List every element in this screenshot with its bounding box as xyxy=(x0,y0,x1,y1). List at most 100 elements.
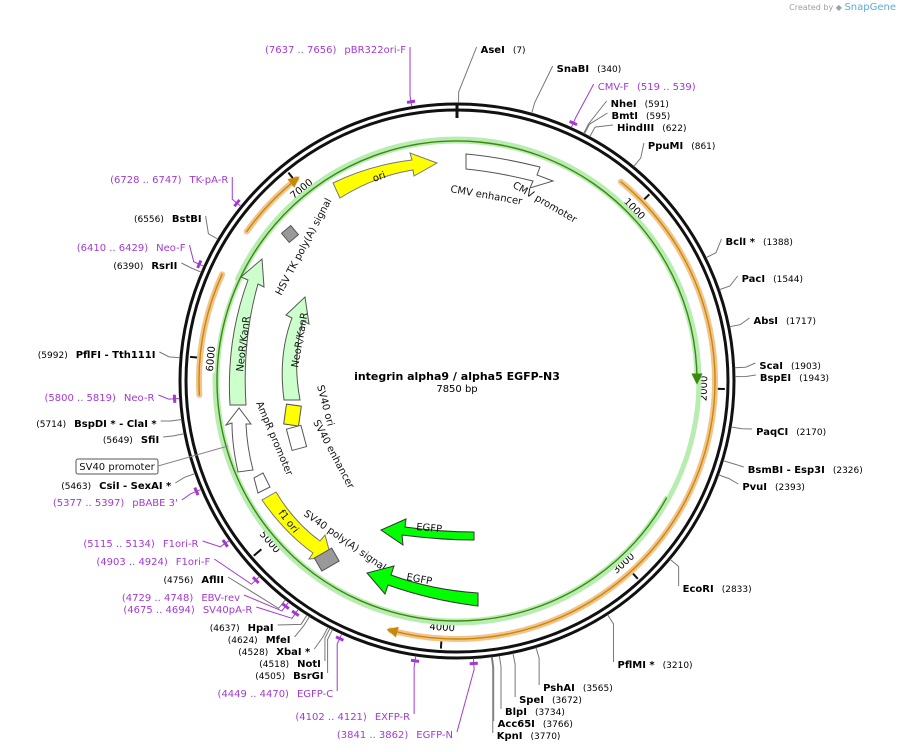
site-leader-line xyxy=(512,653,516,697)
primer-label: (4675 .. 4694)SV40pA-R xyxy=(123,605,252,616)
orf-top-left-arc xyxy=(246,176,300,233)
site-position: (591) xyxy=(645,100,669,110)
sv40-promoter-arrow xyxy=(253,472,271,494)
site-leader-line xyxy=(277,614,308,626)
feature-ori: ori xyxy=(371,170,387,185)
site-name: PacI xyxy=(742,274,765,285)
egfp-outer-arrow xyxy=(366,565,479,607)
primer-binding-mark xyxy=(281,602,290,610)
site-name: KpnI xyxy=(497,731,523,742)
primer-name: EGFP-C xyxy=(297,689,333,700)
snapgene-logo-icon: ◆ xyxy=(835,3,842,12)
site-name: EcoRI xyxy=(683,584,714,595)
site-leader-line xyxy=(734,362,756,369)
site-position: (6390) xyxy=(113,262,143,272)
site-position: (4637) xyxy=(210,624,240,634)
site-label: EcoRI(2833) xyxy=(683,584,752,595)
primer-label: CMV-F(519 .. 539) xyxy=(598,82,696,93)
site-label: AbsI (1717) xyxy=(753,316,816,327)
primer-range: (7637 .. 7656) xyxy=(265,45,337,56)
site-position: (7) xyxy=(513,46,526,56)
sv40-ori-box xyxy=(283,403,302,427)
site-leader-line xyxy=(723,460,744,468)
egfp-inner-arrow xyxy=(379,518,475,547)
site-position: (3210) xyxy=(663,661,693,671)
site-leader-line xyxy=(669,559,680,586)
f1-ori-arrow xyxy=(261,491,332,560)
site-position: (2170) xyxy=(796,428,826,438)
primer-name: TK-pA-R xyxy=(189,175,229,186)
site-name: RsrII xyxy=(151,261,177,272)
plasmid-name: integrin alpha9 / alpha5 EGFP-N3 xyxy=(354,370,560,383)
site-position: (622) xyxy=(662,124,686,134)
primer-name: pBABE 3' xyxy=(132,498,178,509)
site-name: AbsI xyxy=(753,316,778,327)
primer-range: (519 .. 539) xyxy=(637,82,696,93)
site-name: AflII xyxy=(201,575,224,586)
site-label: (4528) XbaI * xyxy=(238,647,311,658)
site-position: (1943) xyxy=(799,374,829,384)
site-leader-line xyxy=(313,627,329,650)
site-leader-line xyxy=(294,616,310,638)
hsv-tk-polya-box xyxy=(280,224,300,244)
site-name: CsiI - SexAI * xyxy=(99,481,172,492)
site-name: XbaI * xyxy=(276,647,311,658)
primer-label: (6728 .. 6747) TK-pA-R xyxy=(110,175,228,186)
site-label: SpeI(3672) xyxy=(519,695,582,706)
site-position: (1717) xyxy=(786,317,816,327)
sv40-polya-box xyxy=(313,547,340,572)
site-leader-line xyxy=(175,473,196,484)
site-name: BsrGI xyxy=(293,671,323,682)
site-name: PflFI - Tth111I xyxy=(76,350,156,361)
site-label: BlpI(3734) xyxy=(505,707,565,718)
site-label: PshAI(3565) xyxy=(543,683,613,694)
primer-binding-mark xyxy=(193,487,200,496)
site-leader-line xyxy=(163,433,185,438)
neor-inner-arrow xyxy=(281,295,310,401)
primer-label: (5800 .. 5819)Neo-R xyxy=(44,393,154,404)
site-position: (3565) xyxy=(583,684,613,694)
orf-green-right-arc xyxy=(216,140,703,622)
site-label: (4637)HpaI xyxy=(210,623,274,634)
site-label: (4505) BsrGI xyxy=(255,671,323,682)
ampr-promoter-arrow xyxy=(224,407,254,473)
tick-label: 2000 xyxy=(699,376,711,402)
primer-mark-layer xyxy=(172,99,578,666)
site-label: (5463)CsiI - SexAI * xyxy=(61,481,172,492)
site-label: BspEI (1943) xyxy=(760,373,829,384)
primer-range: (6728 .. 6747) xyxy=(110,175,182,186)
site-label: Acc65I(3766) xyxy=(498,719,573,730)
site-leader-line xyxy=(491,656,495,721)
orf-layer xyxy=(196,136,718,642)
site-position: (4528) xyxy=(238,648,268,658)
primer-range: (6410 .. 6429) xyxy=(77,243,149,254)
site-leader-line xyxy=(607,614,615,662)
orf-large-arc xyxy=(386,181,716,640)
primer-range: (5800 .. 5819) xyxy=(44,393,116,404)
site-label: PflMI *(3210) xyxy=(618,660,693,671)
site-name: SfiI xyxy=(141,435,159,446)
site-leader-line xyxy=(327,629,333,673)
site-position: (4505) xyxy=(255,672,285,682)
site-position: (3734) xyxy=(535,708,565,718)
site-label: (4624)MfeI xyxy=(228,635,291,646)
primer-label: (4449 .. 4470)EGFP-C xyxy=(218,689,334,700)
primer-binding-mark xyxy=(196,259,203,269)
site-label: (4518)NotI xyxy=(259,659,321,670)
primer-label: (3841 .. 3862)EGFP-N xyxy=(337,730,453,741)
sv40-enhancer-box xyxy=(285,424,308,452)
feature-egfp-outer: EGFP xyxy=(405,572,432,587)
site-label: SnaBI(340) xyxy=(557,64,622,75)
site-name: BspEI xyxy=(760,373,791,384)
label-layer: AseI(7)SnaBI(340)NheI(591)BmtI(595)HindI… xyxy=(36,45,863,742)
site-label: PacI(1544) xyxy=(742,274,803,285)
site-position: (1903) xyxy=(791,362,821,372)
site-label: BmtI(595) xyxy=(611,111,670,122)
snapgene-credit: Created by ◆ SnapGene xyxy=(789,2,896,13)
site-label: KpnI(3770) xyxy=(497,731,561,742)
tick-label: 6000 xyxy=(205,346,218,372)
site-label: (5649)SfiI xyxy=(103,435,159,446)
ori-feature-arrow xyxy=(332,152,439,199)
site-position: (2326) xyxy=(833,466,863,476)
